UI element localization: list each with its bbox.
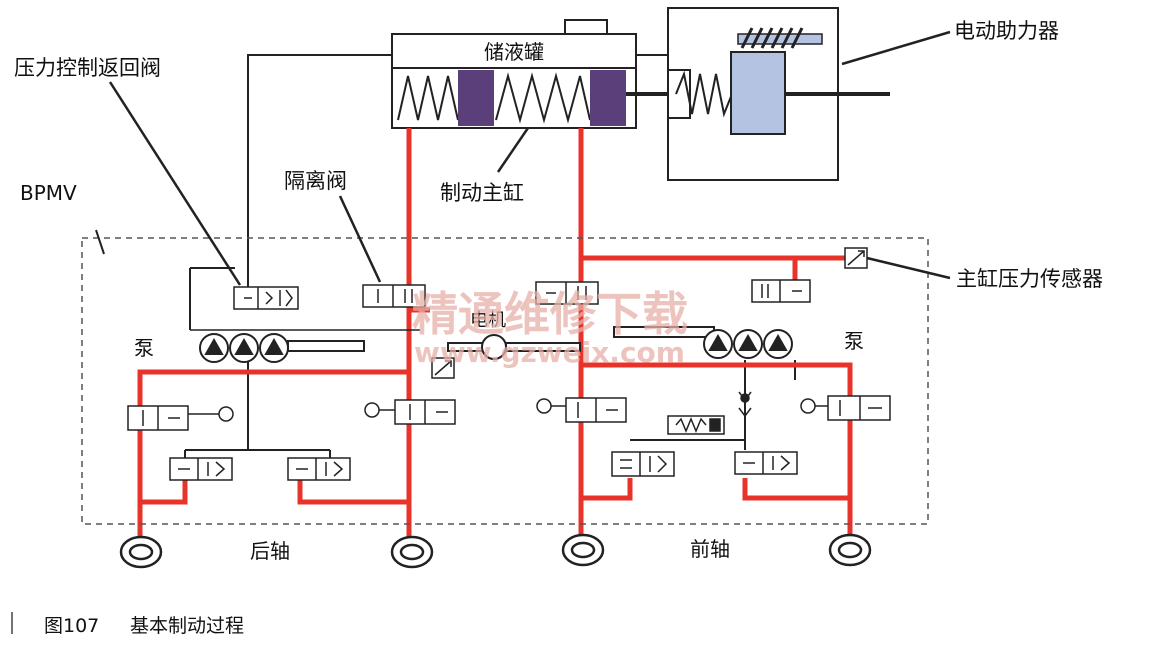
primary-piston [458, 70, 494, 126]
booster-spring [675, 70, 733, 118]
front-right-outlet-valve [734, 451, 798, 475]
master-cylinder-label: 制动主缸 [440, 181, 524, 205]
pressure-control-return-valve [233, 286, 299, 310]
pressure-sensor-icon [844, 247, 951, 280]
pressure-control-valve-label: 压力控制返回阀 [14, 56, 161, 80]
rear-right-inlet-valve [364, 399, 456, 425]
rear-left-outlet-valve [169, 457, 233, 481]
valves [127, 279, 891, 481]
rear-left-wheel [119, 535, 163, 569]
front-left-outlet-valve [611, 451, 675, 477]
booster-screw [737, 33, 823, 45]
labels: 电动助力器 压力控制返回阀 隔离阀 制动主缸 BPMV 主缸压力传感器 泵 泵 … [14, 19, 1103, 563]
figure-number: 图107 [44, 615, 99, 637]
watermark-url: www.gzweix.com [414, 336, 685, 369]
low-pressure-accumulator [667, 415, 725, 435]
master-cylinder [391, 67, 890, 129]
front-axle-label: 前轴 [690, 537, 730, 561]
left-pressure-sensor-icon [431, 357, 455, 379]
leader-lines [108, 30, 951, 286]
motor-label: 电机 [470, 310, 506, 331]
booster-piston [730, 51, 786, 135]
front-right-inlet-valve [800, 395, 891, 421]
motor: 电机 [447, 310, 581, 360]
reservoir-label: 储液罐 [484, 40, 544, 64]
electric-booster [667, 7, 880, 181]
right-pump-label: 泵 [844, 329, 864, 353]
check-valve [738, 380, 752, 420]
secondary-piston [590, 70, 626, 126]
master-cylinder-pressure-sensor-label: 主缸压力传感器 [956, 267, 1103, 291]
front-left-wheel [561, 533, 605, 567]
rear-left-inlet-valve [127, 405, 234, 431]
right-isolation-valve [535, 281, 599, 305]
left-pump-group [190, 329, 420, 363]
rear-axle-label: 后轴 [250, 539, 290, 563]
spring-left [397, 75, 459, 121]
watermark: 精通维修下载 www.gzweix.com [412, 287, 688, 369]
front-left-inlet-valve [536, 397, 627, 423]
wheels [119, 533, 872, 569]
bpmv-boundary [81, 237, 929, 525]
figure-caption: 图107 基本制动过程 [11, 612, 244, 637]
booster-label: 电动助力器 [954, 19, 1059, 43]
figure-title: 基本制动过程 [130, 615, 244, 637]
rear-right-outlet-valve [287, 457, 351, 481]
right-pressure-control-valve [751, 279, 811, 303]
isolation-valve [362, 284, 426, 308]
bpmv-label: BPMV [20, 181, 77, 205]
left-pump-label: 泵 [134, 336, 154, 360]
right-pump-group [613, 326, 793, 359]
watermark-title: 精通维修下载 [412, 287, 688, 341]
front-right-wheel [828, 533, 872, 567]
reservoir: 储液罐 [391, 19, 637, 69]
isolation-valve-label: 隔离阀 [284, 169, 347, 193]
spring-middle [495, 72, 591, 124]
rear-right-wheel [390, 535, 434, 569]
